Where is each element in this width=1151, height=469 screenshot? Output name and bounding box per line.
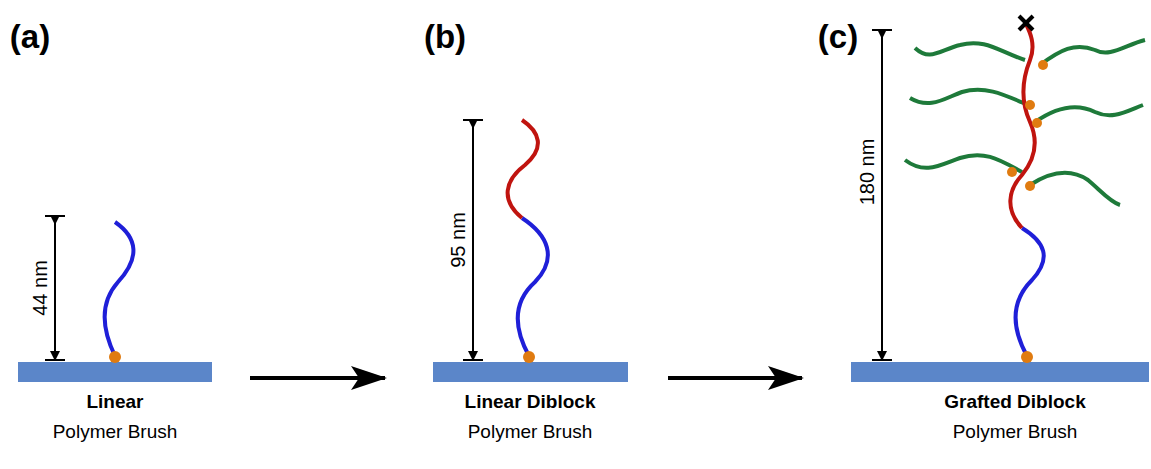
polymer-block [1010,24,1034,228]
anchor-dot [1021,351,1033,363]
process-arrow [250,376,385,380]
substrate [433,362,628,382]
panel-letter: (b) [424,19,466,55]
caption-title: Grafted Diblock [944,392,1085,413]
caption-subtitle: Polymer Brush [53,422,178,443]
dimension-label: 44 nm [29,258,51,318]
chain-end-mark [1019,16,1033,30]
polymer-block [508,120,538,218]
anchor-dot [523,351,535,363]
polymer-chain [518,218,548,356]
grafted-chains [905,40,1145,205]
polymer-chain [105,222,134,356]
panel-letter: (c) [818,19,858,55]
polymer-chain [1016,228,1044,356]
caption-title: Linear [86,392,143,413]
dimension-label: 180 nm [856,137,878,208]
panel-letter: (a) [10,19,50,55]
dimension-lines [45,30,892,360]
anchor-dot [109,351,121,363]
substrate [18,362,212,382]
process-arrow [668,376,802,380]
caption-subtitle: Polymer Brush [468,422,593,443]
caption-title: Linear Diblock [465,392,596,413]
caption-subtitle: Polymer Brush [953,422,1078,443]
substrate [851,362,1149,382]
dimension-label: 95 nm [447,210,469,270]
graft-points [1007,60,1048,191]
